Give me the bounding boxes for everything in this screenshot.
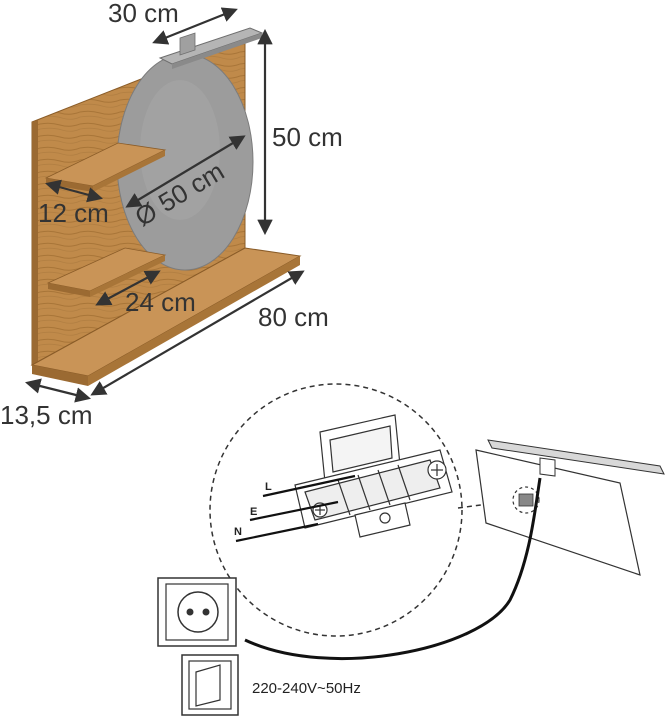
width-label: 80 cm	[258, 302, 329, 332]
wire-e	[249, 500, 339, 522]
shelf-width-label: 24 cm	[125, 287, 196, 317]
wire-l-label: L	[265, 481, 272, 493]
mirror-panel	[475, 449, 641, 576]
base-depth-arrow	[25, 378, 91, 403]
wire-n-label: N	[234, 526, 242, 538]
wall-socket	[157, 577, 237, 647]
depth-top-label: 30 cm	[108, 0, 179, 28]
wall-switch	[181, 654, 239, 716]
height-label: 50 cm	[272, 122, 343, 152]
voltage-label: 220-240V~50Hz	[252, 680, 361, 697]
wire-l	[262, 474, 356, 498]
back-panel-edge	[32, 120, 38, 365]
terminal-block	[294, 414, 453, 538]
base-depth-label: 13,5 cm	[0, 400, 93, 430]
wiring-detail: L E N	[209, 383, 463, 637]
diameter-arrow	[125, 135, 246, 208]
width-arrow	[90, 270, 305, 396]
wire-n	[235, 522, 319, 543]
wires	[235, 474, 356, 543]
lamp-bar	[487, 439, 665, 475]
power-cable	[244, 477, 542, 661]
shelf-depth-label: 12 cm	[38, 198, 109, 228]
dimension-lines	[25, 7, 305, 403]
depth-top-arrow	[152, 7, 238, 45]
wire-e-label: E	[250, 506, 257, 518]
lamp-mount	[539, 457, 556, 477]
shelf-depth-arrow	[45, 179, 103, 203]
mirror-panel-detail	[244, 439, 665, 661]
